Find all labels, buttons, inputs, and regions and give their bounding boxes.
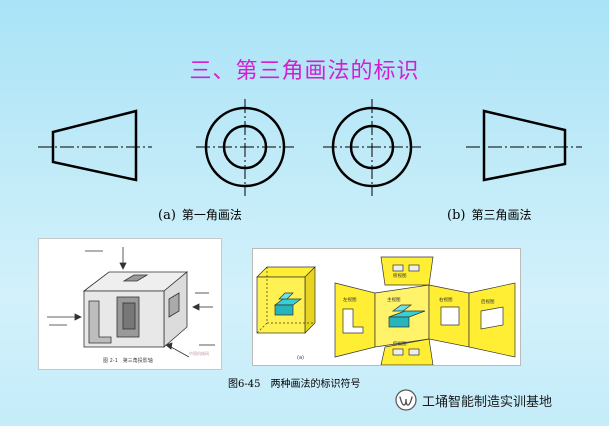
caption-a: (a) 第一角画法 [158, 206, 242, 223]
caption-a-label: (a) [158, 208, 176, 223]
slide-title: 三、第三角画法的标识 [189, 59, 420, 84]
unfolded-sub-label: (a) [297, 355, 304, 361]
view-label-back: 后视图 [481, 298, 495, 305]
frustum-left-drawing [38, 109, 152, 182]
circles-right-drawing [323, 99, 421, 196]
view-label-left: 左视图 [343, 296, 357, 303]
third-angle-box-figure: 图 2-1 第三角投影轴 中国机械网 [38, 238, 222, 370]
wechat-channel-icon [395, 389, 417, 411]
caption-b-text: 第三角画法 [471, 208, 532, 222]
caption-b: (b) 第三角画法 [447, 206, 531, 223]
caption-b-label: (b) [447, 208, 466, 223]
view-label-right: 右视图 [439, 296, 453, 303]
circles-left-drawing [196, 99, 294, 196]
box-sketch: 图 2-1 第三角投影轴 中国机械网 [47, 247, 215, 364]
unfolded-panels-drawing [334, 256, 516, 366]
frustum-right-drawing [466, 109, 582, 182]
figure-caption: 图6-45 两种画法的标识符号 [228, 379, 361, 390]
view-label-top: 俯视图 [393, 272, 407, 279]
box-figure-note: 中国机械网 [189, 350, 209, 356]
watermark: 工埇智能制造实训基地 [395, 389, 552, 411]
iso-box-drawing [256, 266, 316, 334]
watermark-text: 工埇智能制造实训基地 [422, 394, 553, 410]
caption-a-text: 第一角画法 [181, 208, 242, 222]
unfolded-box-sketch: (a) 俯视图 左视图 主视图 右视图 后视图 仰视图 [256, 256, 516, 366]
box-figure-caption: 图 2-1 第三角投影轴 [103, 357, 153, 364]
unfolded-box-figure: (a) 俯视图 左视图 主视图 右视图 后视图 仰视图 [252, 248, 521, 366]
view-label-bottom: 仰视图 [393, 340, 407, 347]
view-label-front: 主视图 [387, 296, 401, 303]
